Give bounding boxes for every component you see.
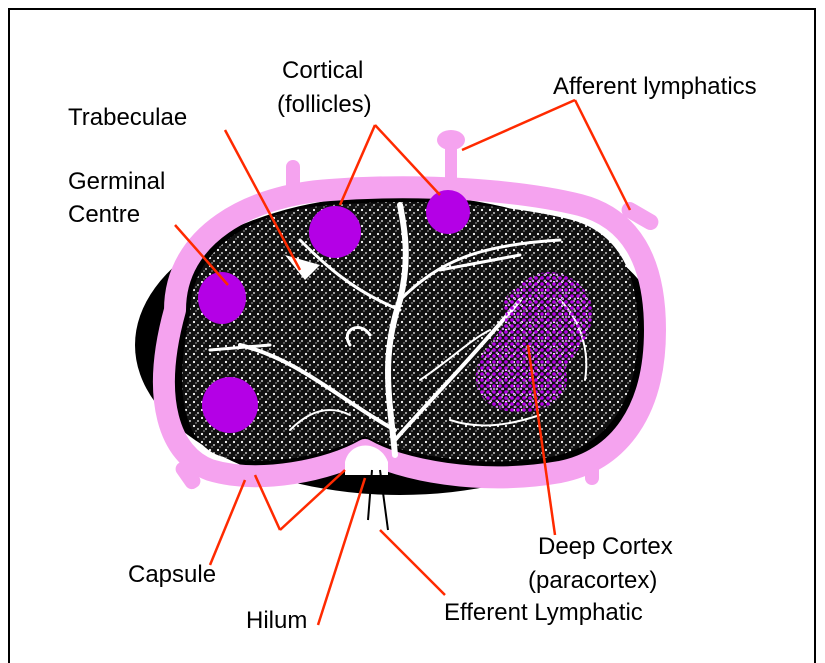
label-efferent: Efferent Lymphatic xyxy=(444,599,643,626)
label-germinal-sub: Centre xyxy=(68,201,140,228)
label-capsule: Capsule xyxy=(128,561,216,588)
label-afferent: Afferent lymphatics xyxy=(553,73,757,100)
label-germinal: Germinal xyxy=(68,168,165,195)
follicle-2 xyxy=(426,190,470,234)
label-trabeculae: Trabeculae xyxy=(68,104,187,131)
follicle-4 xyxy=(202,377,258,433)
label-hilum: Hilum xyxy=(246,607,307,634)
follicle-1 xyxy=(309,206,361,258)
label-deep-cortex-sub: (paracortex) xyxy=(528,567,657,594)
label-cortical-sub: (follicles) xyxy=(277,91,372,118)
label-deep-cortex: Deep Cortex xyxy=(538,533,673,560)
label-cortical: Cortical xyxy=(282,57,363,84)
